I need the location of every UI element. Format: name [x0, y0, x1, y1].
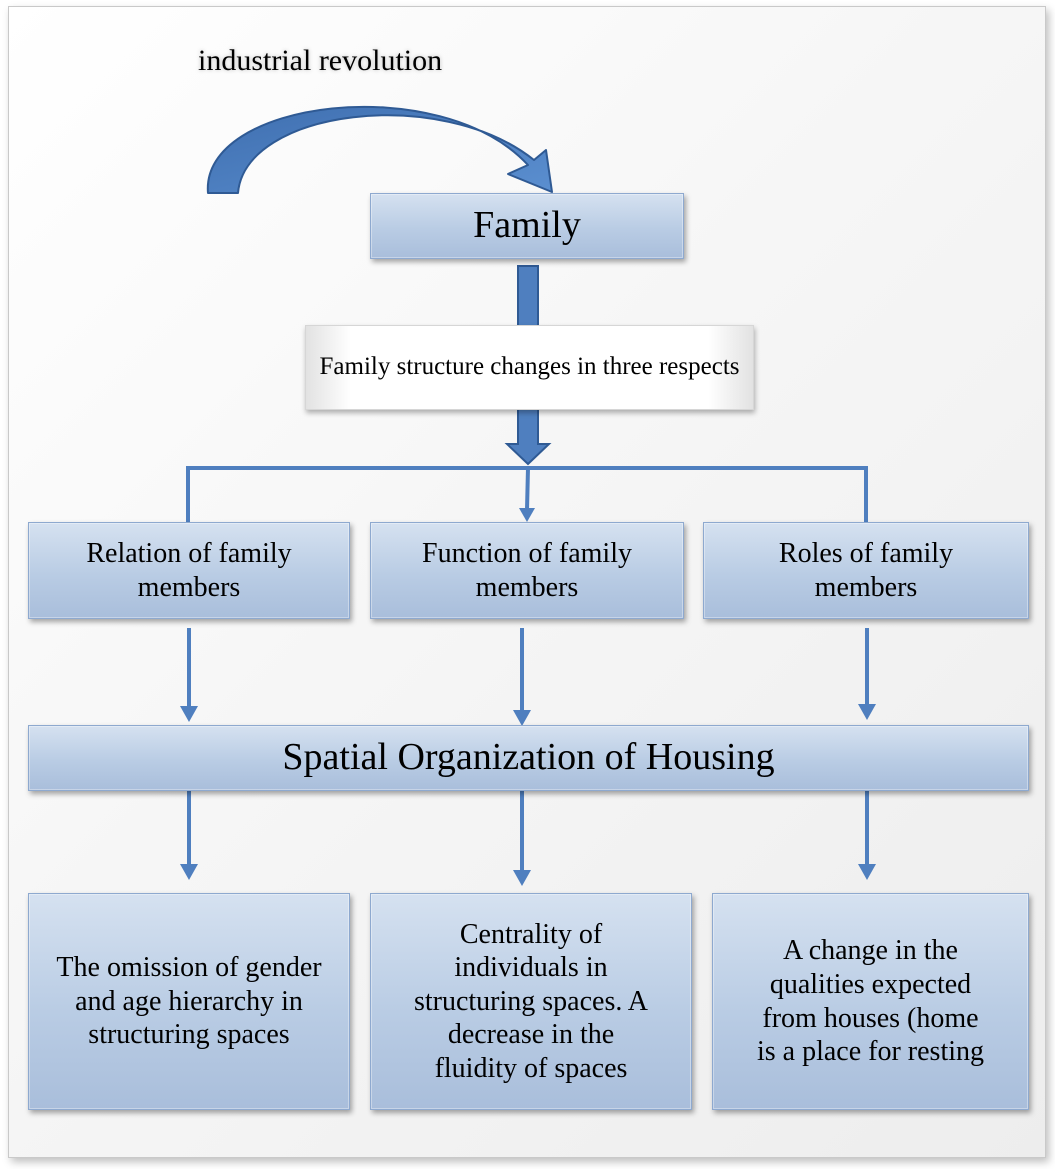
aspect-relation-label: Relation of family members [86, 537, 292, 603]
outcome-qualities-box: A change in the qualities expected from … [712, 893, 1029, 1110]
aspect-function-box: Function of family members [370, 522, 684, 619]
aspect-arrows [180, 628, 876, 726]
aspect-relation-box: Relation of family members [28, 522, 350, 619]
outcome-hierarchy-label: The omission of gender and age hierarchy… [56, 952, 322, 1051]
outcome-hierarchy-box: The omission of gender and age hierarchy… [28, 893, 350, 1110]
branch-center-stem [525, 467, 530, 511]
outcome-centrality-label: Centrality of individuals in structuring… [413, 918, 649, 1084]
industrial-revolution-label: industrial revolution [198, 44, 443, 77]
aspect-roles-box: Roles of family members [703, 522, 1029, 619]
family-box: Family [370, 193, 684, 259]
outcome-qualities-label: A change in the qualities expected from … [756, 935, 985, 1068]
aspect-roles-label: Roles of family members [778, 537, 954, 603]
spatial-organization-label: Spatial Organization of Housing [282, 736, 775, 779]
branch-center-arrowhead [519, 508, 535, 522]
curved-arrow-icon [206, 105, 553, 194]
aspect-function-label: Function of family members [422, 537, 632, 603]
family-label: Family [473, 204, 581, 247]
structure-changes-box: Family structure changes in three respec… [305, 325, 754, 410]
outcome-arrows [180, 791, 876, 886]
spatial-organization-box: Spatial Organization of Housing [28, 725, 1029, 791]
outcome-centrality-box: Centrality of individuals in structuring… [370, 893, 692, 1110]
structure-changes-label: Family structure changes in three respec… [319, 353, 740, 381]
